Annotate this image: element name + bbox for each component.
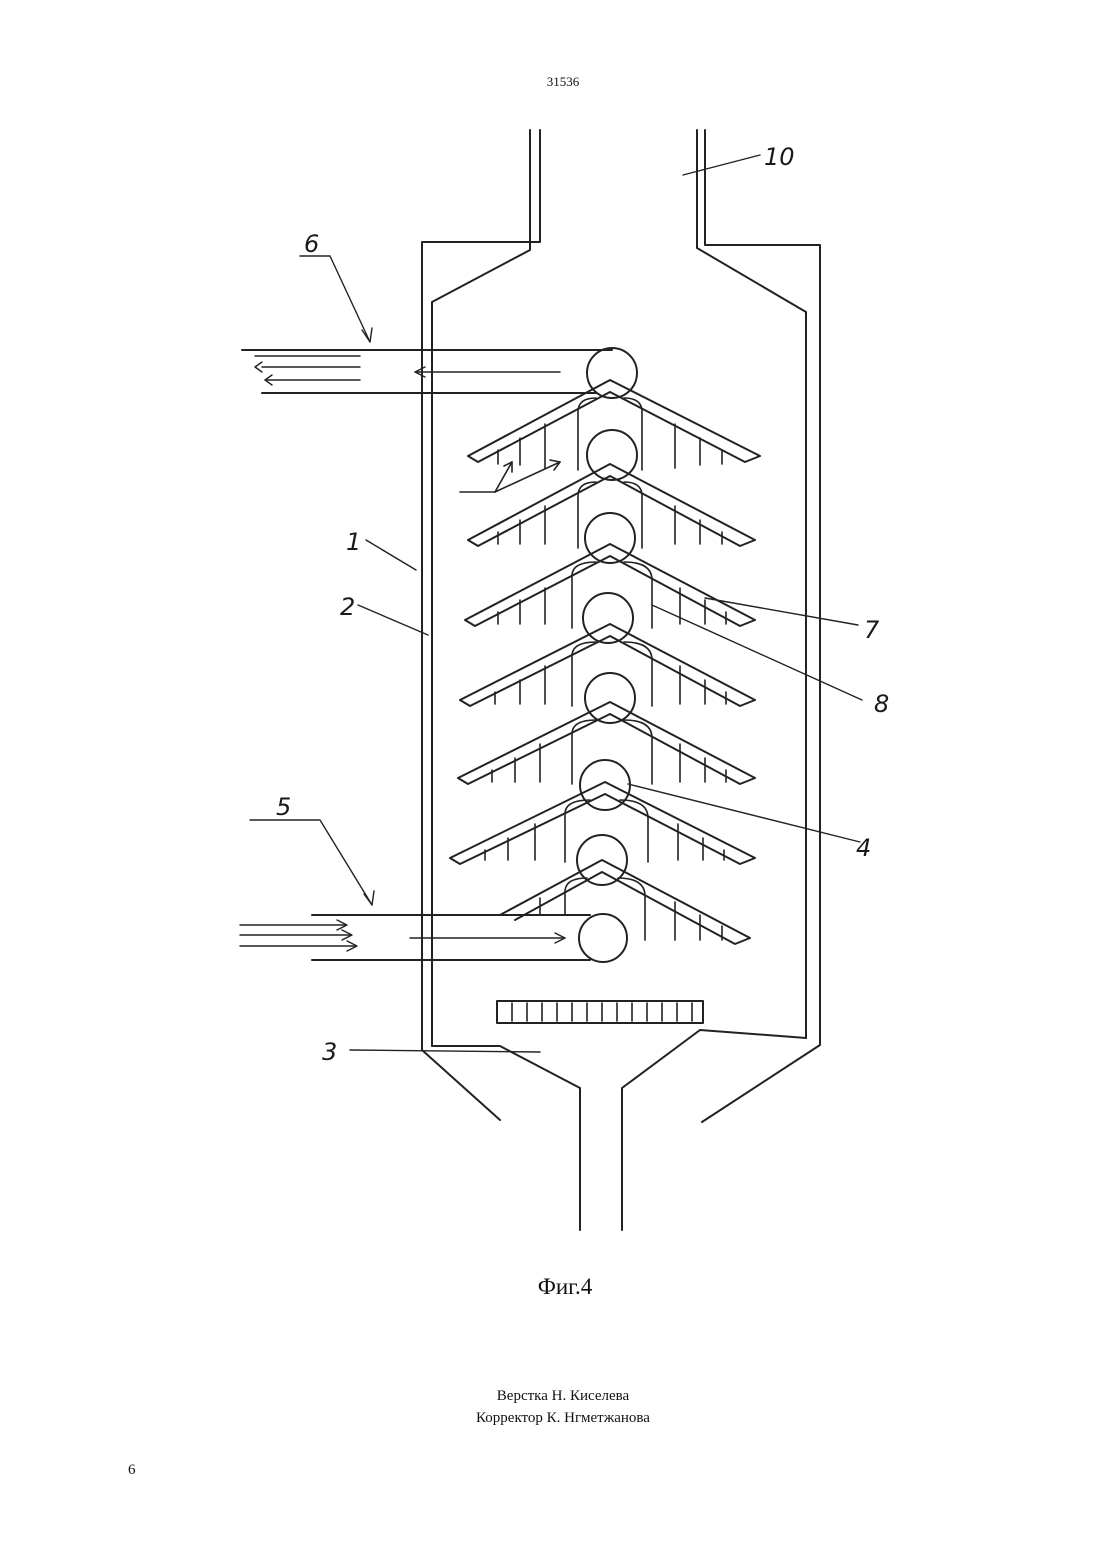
page-number: 6 — [128, 1462, 136, 1479]
ref-label-4: 4 — [856, 834, 871, 862]
outlet-pipe-upper — [242, 350, 612, 393]
tier-6 — [450, 760, 755, 864]
collector-sphere — [580, 760, 630, 810]
inlet-pipe-lower — [240, 915, 590, 960]
ref-label-8: 8 — [874, 690, 889, 718]
distribution-grate — [497, 1001, 703, 1023]
ref-label-2: 2 — [340, 593, 355, 621]
collector-sphere — [583, 593, 633, 643]
credits-block: Верстка Н. Киселева Корректор К. Нгметжа… — [0, 1385, 1100, 1429]
lower-cone-outlet — [432, 1030, 806, 1230]
outer-vessel-wall — [422, 130, 820, 1122]
ref-label-7: 7 — [864, 616, 880, 644]
collector-sphere — [585, 673, 635, 723]
ref-label-3: 3 — [322, 1038, 337, 1066]
inner-vessel-wall — [432, 130, 806, 1046]
tier-1 — [468, 348, 760, 470]
ref-label-5: 5 — [276, 793, 291, 821]
ref-label-1: 1 — [346, 528, 361, 556]
tier-2 — [468, 430, 755, 548]
ref-label-6: 6 — [304, 230, 319, 258]
corrector-credit: Корректор К. Нгметжанова — [0, 1407, 1100, 1429]
layout-credit: Верстка Н. Киселева — [0, 1385, 1100, 1407]
ref-label-10: 10 — [764, 143, 795, 171]
inlet-chamber — [579, 914, 627, 962]
figure-caption: Фиг.4 — [0, 1274, 1100, 1300]
tier-stack — [450, 348, 760, 944]
collector-sphere — [587, 430, 637, 480]
collector-sphere — [587, 348, 637, 398]
